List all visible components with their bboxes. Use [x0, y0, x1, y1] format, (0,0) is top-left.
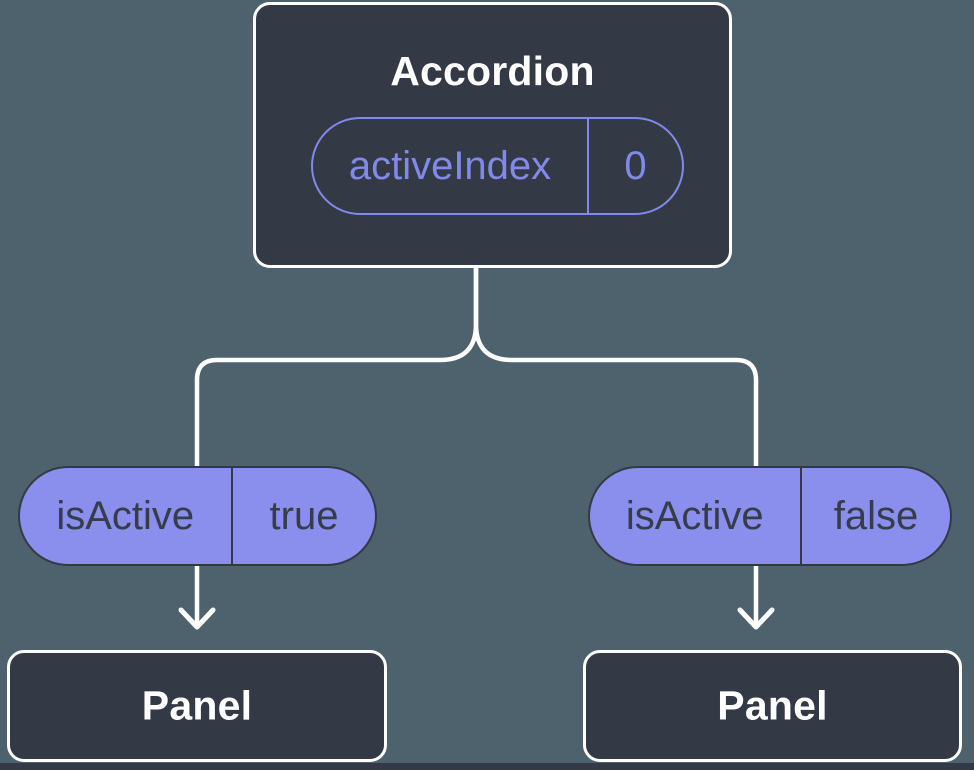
bottom-edge-strip: [0, 763, 974, 770]
state-pill-divider: [587, 119, 589, 213]
prop-pill-divider: [799, 468, 802, 564]
prop-pill-label: isActive: [625, 493, 764, 538]
branch-line-left: [194, 265, 479, 625]
isactive-pill-true: isActive true: [18, 466, 377, 566]
state-pill: activeIndex 0: [311, 117, 684, 215]
prop-pill-label: isActive: [56, 493, 195, 538]
prop-pill-value: true: [269, 493, 339, 538]
accordion-node: Accordion activeIndex 0: [253, 2, 732, 268]
accordion-node-title: Accordion: [390, 48, 595, 94]
panel-node-right: Panel: [583, 650, 962, 762]
branch-line-right: [473, 265, 759, 625]
prop-pill-divider: [230, 468, 233, 564]
prop-pill-value: false: [833, 493, 919, 538]
state-pill-label: activeIndex: [348, 143, 552, 188]
isactive-pill-false: isActive false: [588, 466, 952, 566]
arrow-down-icon: [737, 607, 775, 630]
arrow-down-icon: [178, 607, 216, 630]
panel-node-left: Panel: [7, 650, 387, 762]
panel-node-title: Panel: [717, 682, 828, 729]
panel-node-title: Panel: [141, 682, 253, 729]
state-pill-value: 0: [624, 143, 647, 188]
